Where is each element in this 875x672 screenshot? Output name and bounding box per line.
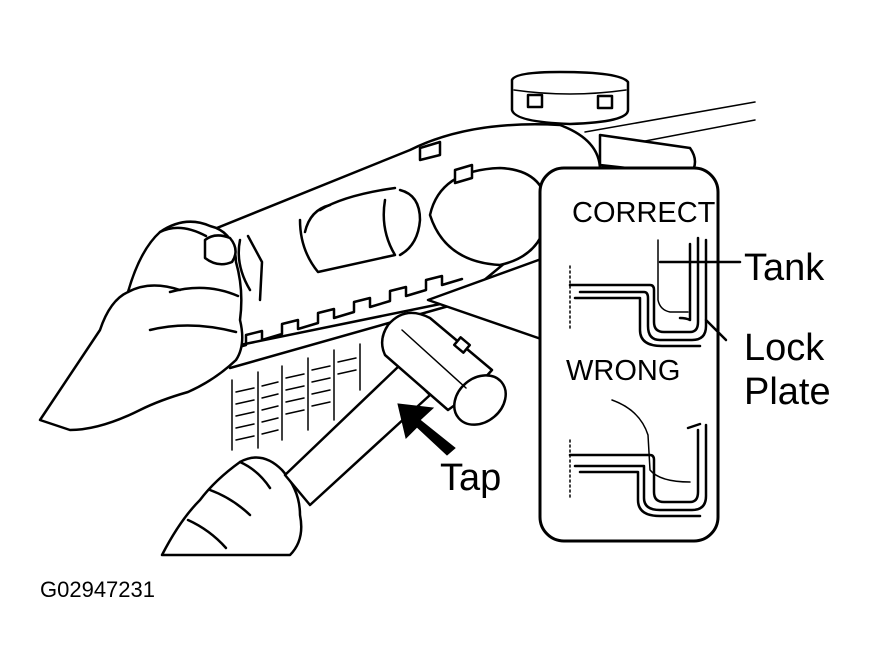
left-hand bbox=[38, 220, 244, 432]
lock-label: Lock bbox=[744, 327, 825, 369]
callout-pointer bbox=[426, 256, 545, 342]
right-hand bbox=[160, 456, 303, 557]
correct-detail bbox=[568, 236, 742, 348]
radiator-core bbox=[231, 343, 361, 451]
tap-label: Tap bbox=[440, 457, 501, 499]
tap-arrow bbox=[397, 403, 456, 456]
tank-label: Tank bbox=[744, 247, 825, 289]
hammer-illustration bbox=[283, 311, 507, 507]
figure-id: G02947231 bbox=[40, 577, 155, 602]
correct-label: CORRECT bbox=[572, 197, 716, 229]
plate-label: Plate bbox=[744, 371, 831, 413]
wrong-label: WRONG bbox=[566, 355, 680, 387]
wrong-detail bbox=[568, 399, 708, 518]
